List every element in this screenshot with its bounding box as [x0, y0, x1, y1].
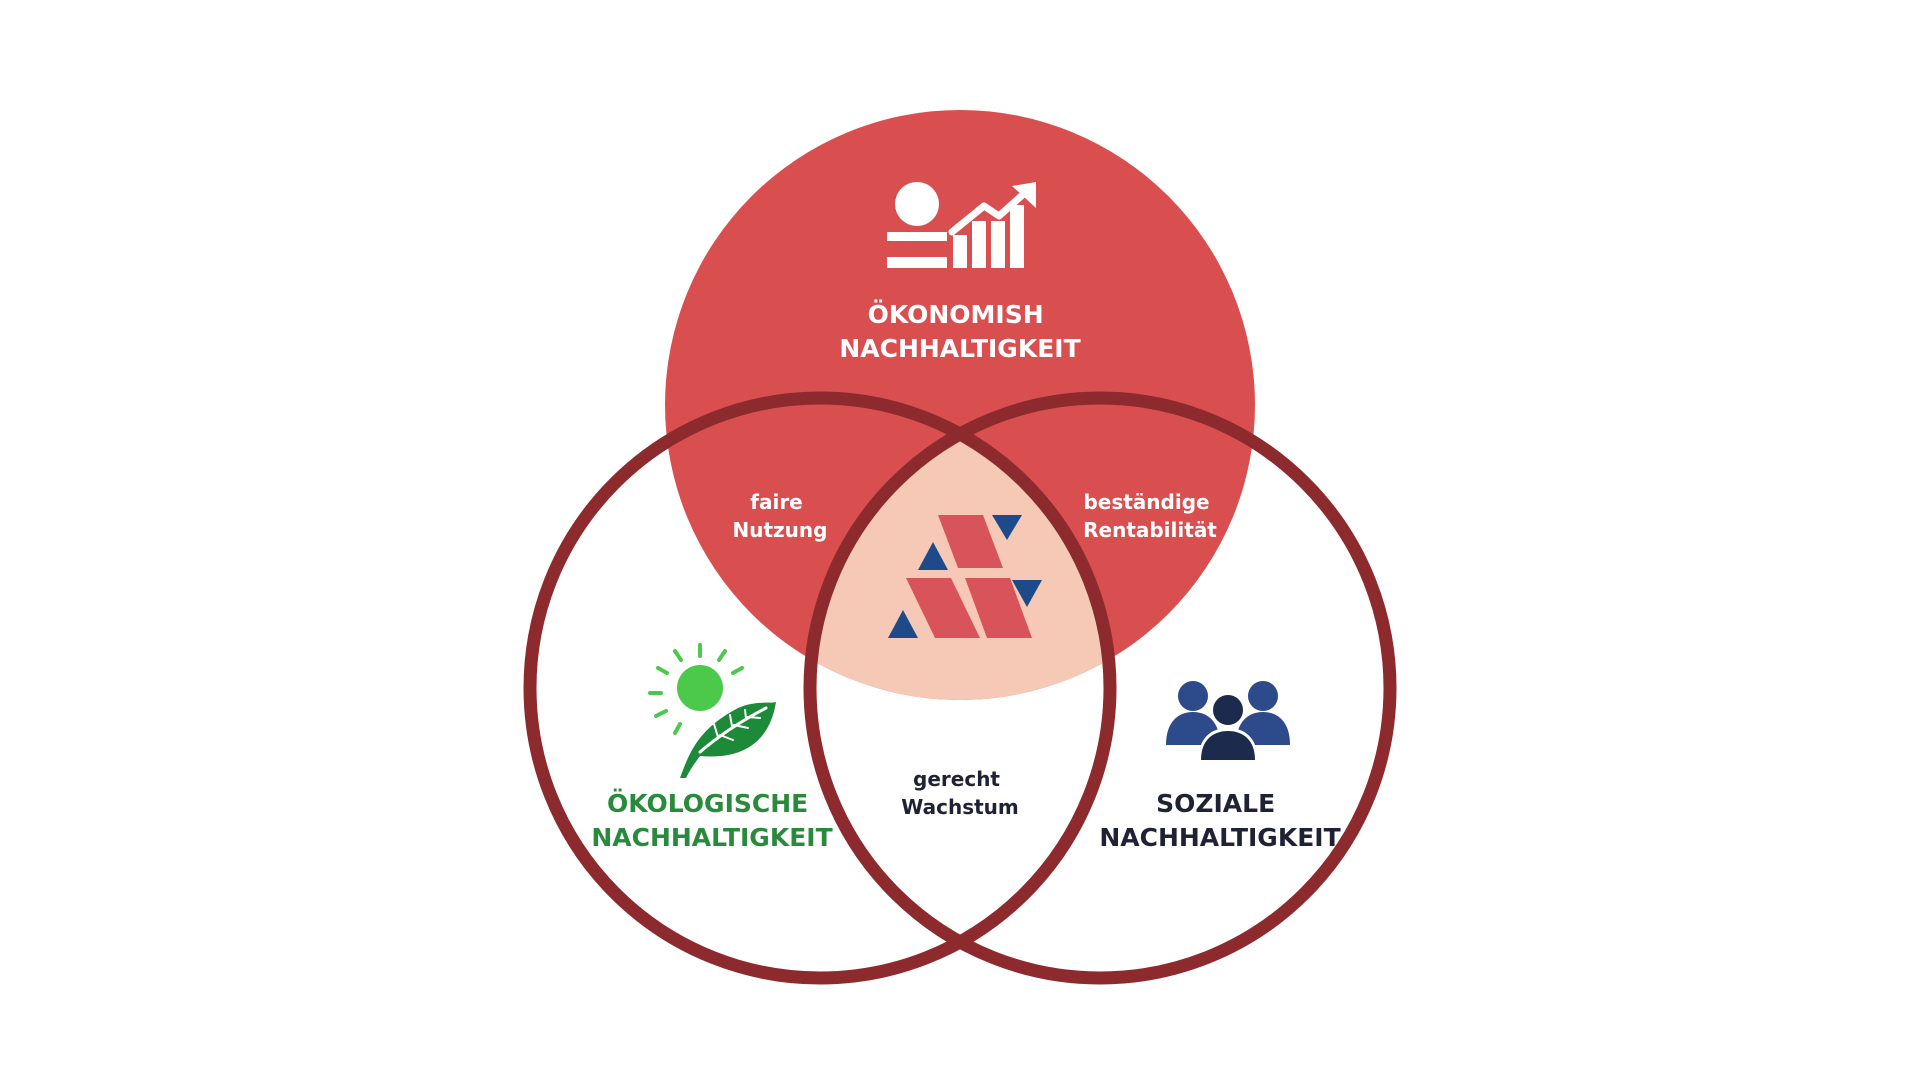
company-logo-icon — [888, 515, 1042, 638]
economic-circle — [665, 110, 1255, 700]
overlap-economic-ecological-label: faire Nutzung — [733, 490, 828, 542]
economic-title: ÖKONOMISH NACHHALTIGKEIT — [839, 299, 1080, 363]
social-circle — [803, 391, 1397, 985]
overlap-ecological-social-label: gerecht Wachstum — [901, 767, 1018, 819]
social-title: SOZIALE NACHHALTIGKEIT — [1099, 789, 1340, 852]
people-group-icon — [1166, 681, 1290, 762]
overlap-economic-social-label: beständige Rentabilität — [1083, 490, 1217, 542]
ecological-circle — [523, 391, 1117, 985]
ecological-title: ÖKOLOGISCHE NACHHALTIGKEIT — [591, 788, 832, 852]
coin-growth-chart-icon — [887, 182, 1036, 268]
sun-leaf-icon — [648, 643, 776, 778]
